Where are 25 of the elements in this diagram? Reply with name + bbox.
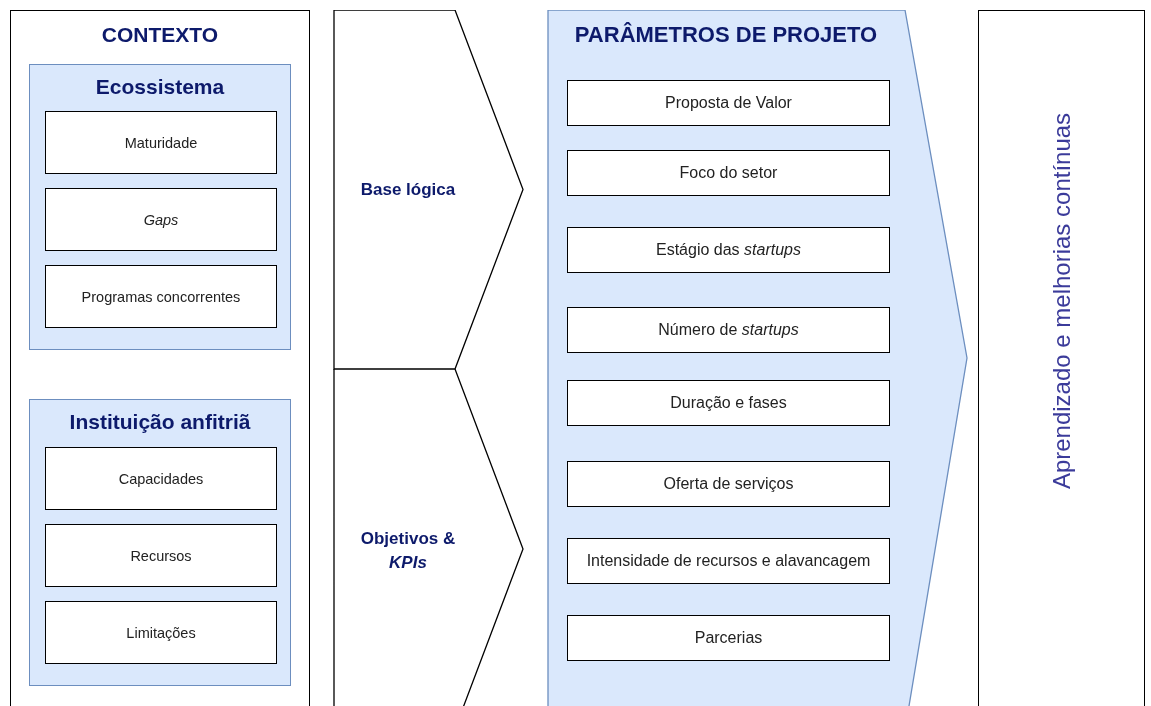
group-panel [29, 64, 291, 350]
label-box: Maturidade [45, 111, 277, 174]
label-box: Foco do setor [567, 150, 890, 196]
vertical-label: Aprendizado e melhorias contínuas [1047, 112, 1076, 490]
side-panel [978, 10, 1145, 706]
label-box: Número de startups [567, 307, 890, 353]
panel-title: CONTEXTO [100, 23, 220, 47]
label-box: Recursos [45, 524, 277, 587]
label-box: Duração e fases [567, 380, 890, 426]
label-box: Gaps [45, 188, 277, 251]
panel-title: Instituição anfitriã [68, 410, 252, 434]
group-panel [29, 399, 291, 686]
panel-title: Ecossistema [94, 75, 226, 99]
label-box: Estágio das startups [567, 227, 890, 273]
label-box: Capacidades [45, 447, 277, 510]
chevron-label: Objetivos & KPIs [359, 528, 457, 574]
label-box: Proposta de Valor [567, 80, 890, 126]
label-box: Parcerias [567, 615, 890, 661]
label-box: Limitações [45, 601, 277, 664]
chevron-label: Base lógica [359, 178, 457, 201]
label-box: Intensidade de recursos e alavancagem [567, 538, 890, 584]
context-panel [10, 10, 310, 706]
panel-title: PARÂMETROS DE PROJETO [573, 22, 879, 48]
label-box: Oferta de serviços [567, 461, 890, 507]
label-box: Programas concorrentes [45, 265, 277, 328]
